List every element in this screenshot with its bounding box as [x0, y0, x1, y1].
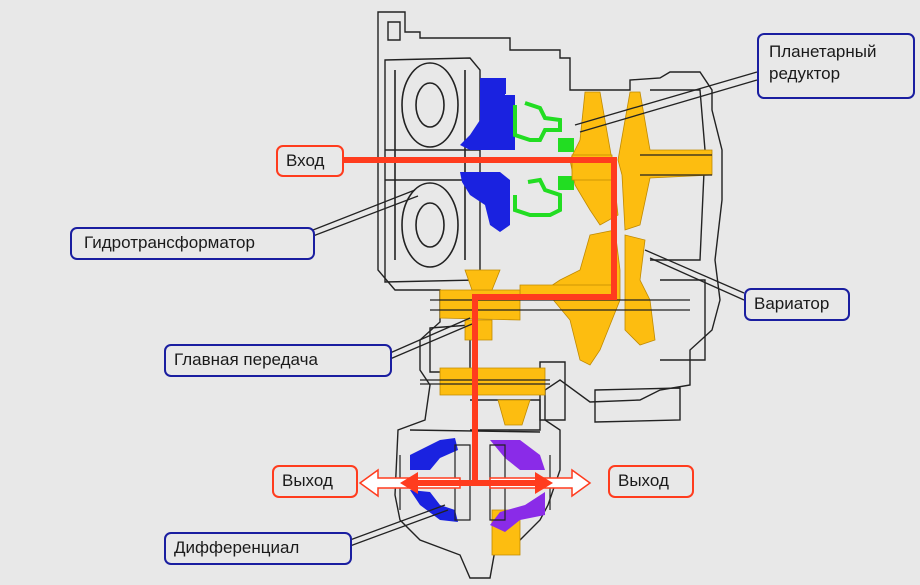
power-flow-arrowheads — [400, 472, 553, 494]
label-torque-converter-text: Гидротрансформатор — [84, 233, 255, 252]
torque-converter-drawing — [385, 62, 480, 268]
label-final-drive-text: Главная передача — [174, 350, 318, 369]
label-input-text: Вход — [286, 151, 325, 170]
differential-parts — [399, 438, 551, 532]
label-variator-text: Вариатор — [754, 294, 830, 313]
label-planetary-gearbox: Планетарный редуктор — [757, 33, 915, 99]
label-planetary-line1: Планетарный — [769, 42, 877, 61]
leader-lines — [312, 71, 758, 547]
label-input: Вход — [276, 145, 344, 177]
label-output-left: Выход — [272, 465, 358, 498]
planetary-gear-parts — [513, 101, 574, 217]
label-differential-text: Дифференциал — [174, 538, 300, 557]
label-output-right-text: Выход — [618, 471, 669, 490]
label-variator: Вариатор — [744, 288, 850, 321]
label-differential: Дифференциал — [164, 532, 352, 565]
label-torque-converter: Гидротрансформатор — [70, 227, 315, 260]
label-output-left-text: Выход — [282, 471, 333, 490]
label-final-drive: Главная передача — [164, 344, 392, 377]
label-planetary-line2: редуктор — [769, 64, 841, 83]
variator-parts — [439, 91, 713, 556]
power-flow-path — [342, 157, 617, 486]
label-output-right: Выход — [608, 465, 694, 498]
torque-converter-parts — [460, 78, 515, 232]
